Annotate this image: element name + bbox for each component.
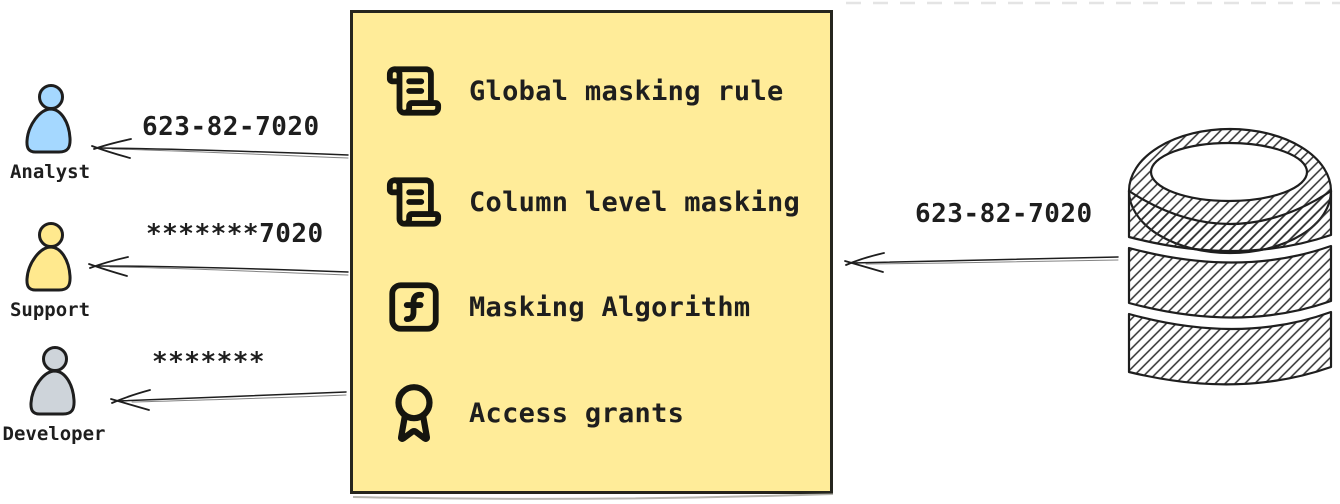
persona-label: Support	[9, 299, 91, 321]
masking-item-label: Column level masking	[469, 186, 801, 218]
scroll-text-icon	[383, 173, 445, 231]
persona-support: Support	[0, 222, 100, 321]
arrow-box-to-support	[88, 256, 349, 277]
person-icon	[25, 222, 72, 292]
persona-analyst: Analyst	[0, 84, 100, 183]
person-icon	[29, 346, 76, 416]
scroll-text-icon	[383, 62, 445, 120]
value-to-analyst: 623-82-7020	[142, 112, 320, 142]
database-icon	[1127, 127, 1333, 386]
function-square-icon	[383, 278, 445, 336]
value-from-database: 623-82-7020	[915, 199, 1093, 229]
box-sketch-overshoot	[352, 493, 834, 500]
masking-item-row: Column level masking	[383, 171, 800, 233]
persona-label: Developer	[2, 423, 106, 445]
masking-item-row: Masking Algorithm	[383, 276, 750, 338]
masking-rules-box: Global masking rule Column level masking…	[350, 10, 833, 494]
award-icon	[383, 378, 445, 448]
masking-item-row: Global masking rule	[383, 60, 784, 122]
person-icon	[25, 84, 72, 154]
masking-item-label: Access grants	[469, 397, 685, 429]
value-to-developer: *******	[152, 347, 266, 377]
arrow-box-to-developer	[110, 389, 347, 411]
masking-item-label: Global masking rule	[469, 75, 784, 107]
arrow-db-to-box	[844, 252, 1119, 273]
persona-label: Analyst	[9, 161, 91, 183]
persona-developer: Developer	[2, 346, 106, 445]
value-to-support: *******7020	[146, 219, 324, 249]
masking-item-row: Access grants	[383, 375, 684, 451]
masking-item-label: Masking Algorithm	[469, 291, 751, 323]
